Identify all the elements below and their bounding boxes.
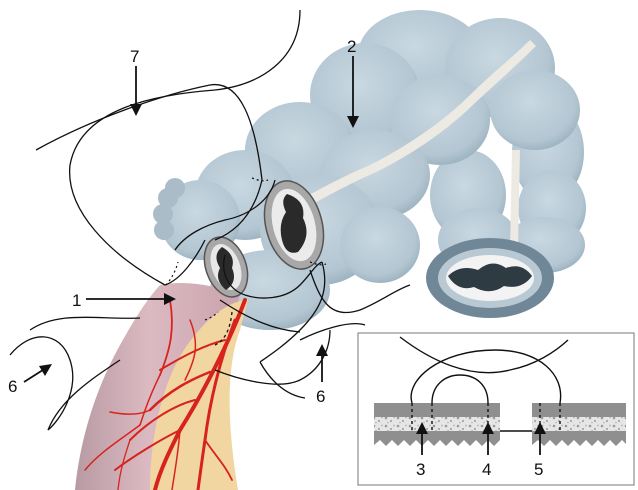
colon-cross-section	[426, 238, 554, 318]
label-6-left: 6	[8, 364, 52, 396]
small-intestine	[75, 283, 248, 490]
label-3-text: 3	[416, 460, 425, 479]
label-6-right-text: 6	[316, 387, 325, 406]
label-6-left-text: 6	[8, 377, 17, 396]
inset-tissue-left	[374, 403, 500, 446]
inset-tissue-right	[532, 403, 626, 446]
label-1-text: 1	[72, 291, 81, 310]
label-6-right: 6	[316, 344, 328, 406]
label-5-text: 5	[534, 460, 543, 479]
label-7-text: 7	[130, 47, 139, 66]
label-7: 7	[130, 47, 142, 116]
label-4-text: 4	[482, 460, 491, 479]
inset-panel: 3 4 5	[358, 333, 634, 485]
label-2-text: 2	[347, 37, 356, 56]
